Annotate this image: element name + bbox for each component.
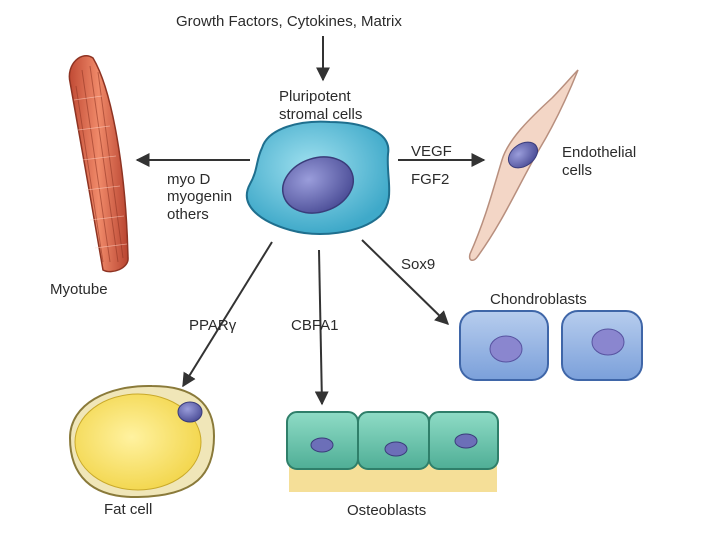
osteoblast-cell-2 — [357, 411, 430, 470]
myotube-cell — [68, 55, 129, 273]
arrow-to-osteoblasts — [314, 249, 329, 406]
fat-cell-factor: PPARγ — [189, 317, 237, 334]
endothelial-factor-vegf: VEGF — [411, 143, 452, 160]
chondroblast-cell-2 — [561, 310, 643, 381]
fat-cell-label: Fat cell — [104, 501, 153, 518]
fat-cell — [68, 384, 216, 499]
osteoblast-cell-3 — [428, 411, 499, 470]
endothelial-label-line1: Endothelial — [562, 144, 637, 161]
arrow-to-chondroblasts — [361, 239, 450, 325]
myotube-factor-3: others — [167, 206, 209, 223]
myotube-factor-1: myo D — [167, 171, 211, 188]
endothelial-label-line2: cells — [562, 162, 593, 179]
stromal-label-line2: stromal cells — [279, 106, 363, 123]
chondroblast-factor: Sox9 — [401, 256, 436, 273]
chondroblasts-label: Chondroblasts — [490, 291, 587, 308]
stromal-label-line1: Pluripotent — [279, 88, 351, 105]
endothelial-cell — [468, 69, 579, 261]
osteoblast-factor: CBFA1 — [291, 317, 339, 334]
myotube-label: Myotube — [50, 281, 108, 298]
stromal-cell — [245, 120, 391, 235]
myotube-factor-2: myogenin — [167, 188, 233, 205]
inputs-label: Growth Factors, Cytokines, Matrix — [176, 13, 402, 30]
osteoblast-cell-1 — [286, 411, 359, 470]
chondroblast-cell-1 — [459, 310, 549, 381]
arrow-to-fat-cell — [182, 241, 273, 388]
endothelial-factor-fgf2: FGF2 — [411, 171, 450, 188]
osteoblasts-label: Osteoblasts — [347, 502, 427, 519]
